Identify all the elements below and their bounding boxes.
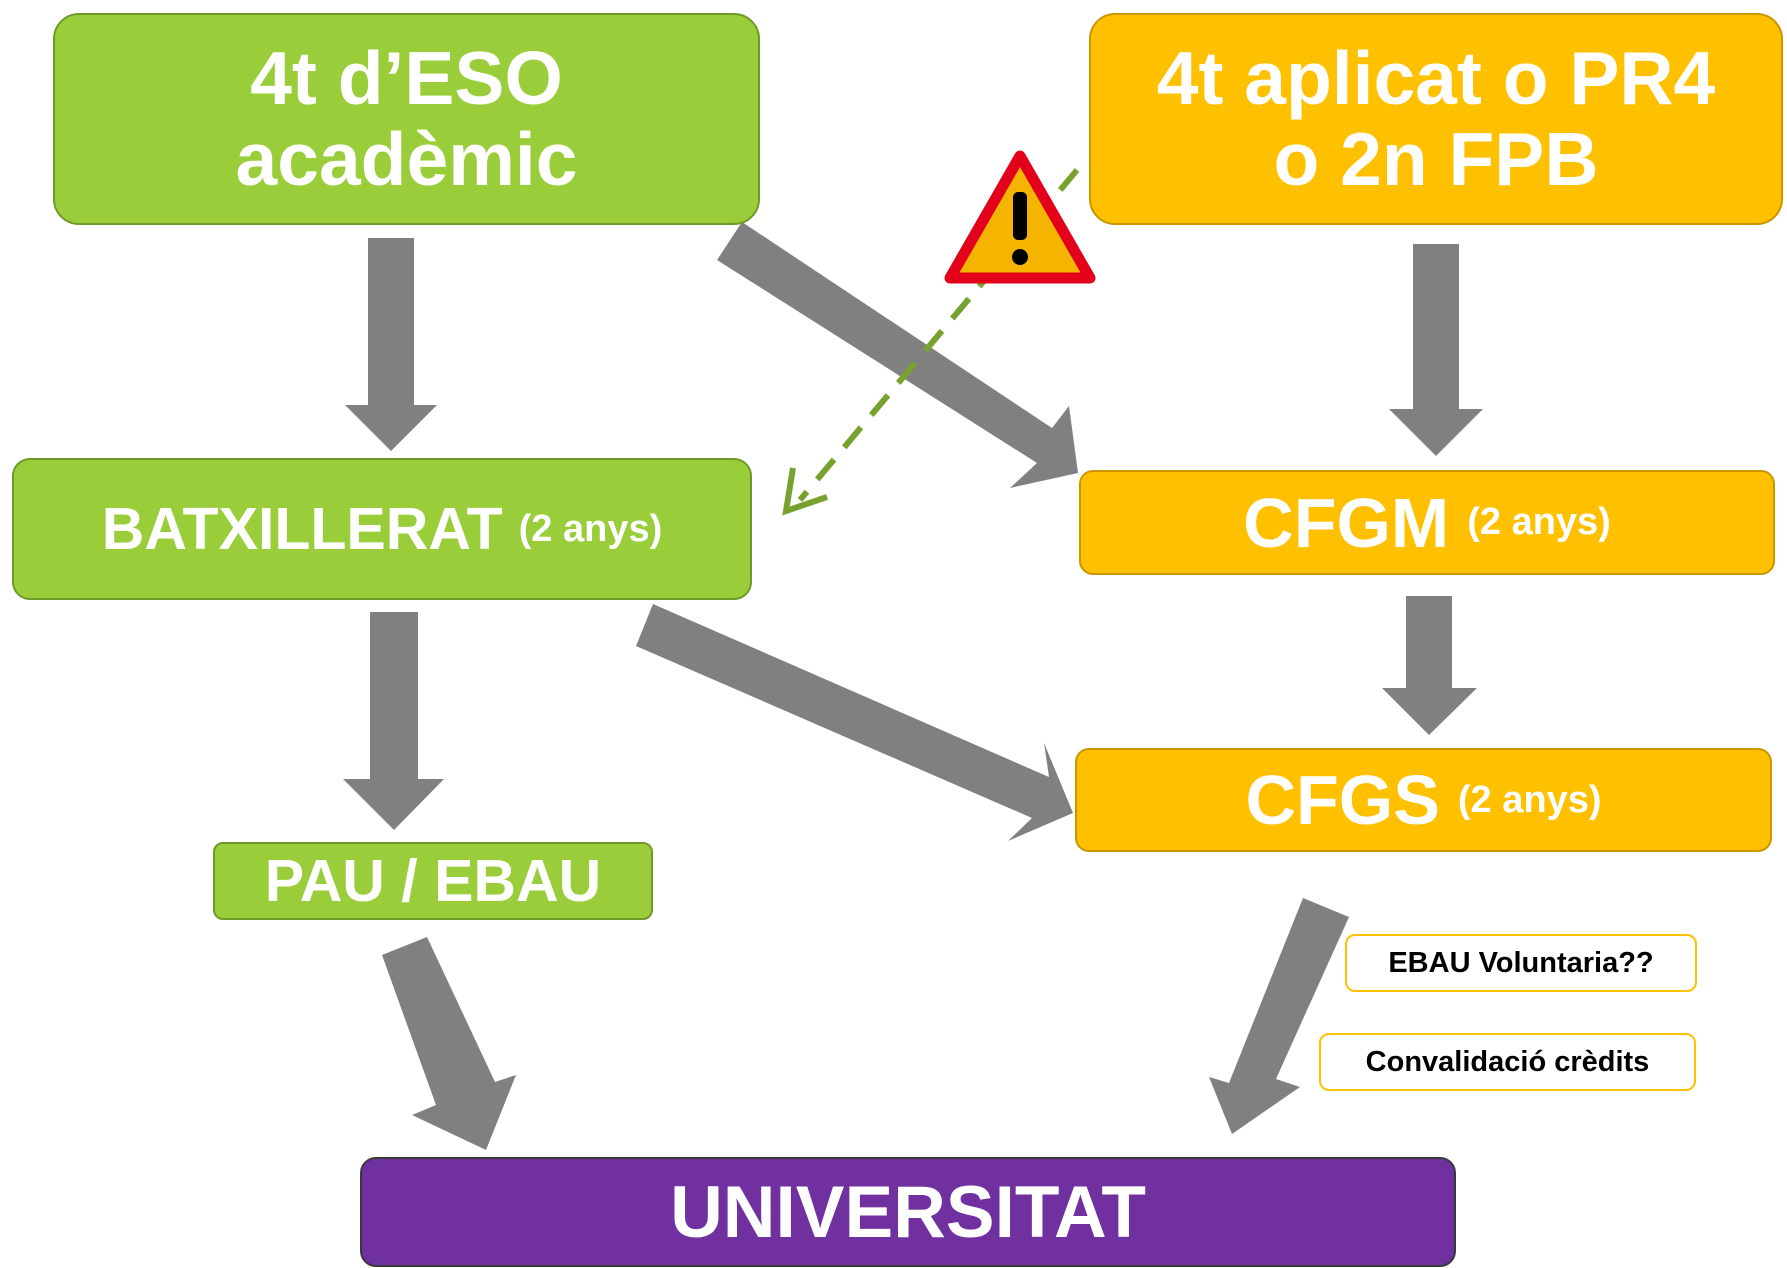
arrow-cfgm-to-cfgs <box>1382 596 1477 735</box>
node-cfgm-detail: (2 anys) <box>1467 501 1611 543</box>
arrow-batxillerat-to-cfgs <box>636 604 1073 841</box>
arrow-pau-to-universitat <box>382 937 516 1150</box>
node-aplicat-line2: o 2n FPB <box>1273 117 1599 201</box>
note-ebau-text: EBAU Voluntaria?? <box>1388 946 1654 979</box>
note-convalidacio-text: Convalidació crèdits <box>1365 1045 1650 1078</box>
node-eso-academic: 4t d’ESO acadèmic <box>53 13 760 225</box>
node-pau-label: PAU / EBAU <box>264 848 602 914</box>
node-aplicat-line1: 4t aplicat o PR4 <box>1156 36 1716 120</box>
node-universitat-label: UNIVERSITAT <box>670 1171 1146 1253</box>
node-eso-line1: 4t d’ESO <box>250 36 563 120</box>
node-batxillerat: BATXILLERAT (2 anys) <box>12 458 752 600</box>
arrow-cfgs-to-universitat <box>1209 898 1349 1134</box>
node-aplicat-pr4-fpb: 4t aplicat o PR4 o 2n FPB <box>1089 13 1783 225</box>
arrow-eso-to-batxillerat <box>345 238 437 451</box>
node-cfgs-label: CFGS <box>1245 761 1440 839</box>
node-eso-line2: acadèmic <box>235 117 578 201</box>
node-cfgs-detail: (2 anys) <box>1457 778 1602 821</box>
node-pau-ebau: PAU / EBAU <box>213 842 653 920</box>
warning-triangle-icon <box>944 150 1096 284</box>
node-cfgm-label: CFGM <box>1243 483 1450 562</box>
note-ebau-voluntaria: EBAU Voluntaria?? <box>1345 934 1697 992</box>
dashed-arrow-aplicat-to-batxillerat <box>782 168 1080 516</box>
arrow-aplicat-to-cfgm <box>1389 244 1483 456</box>
arrow-eso-to-cfgm <box>717 222 1078 488</box>
node-batxillerat-label: BATXILLERAT <box>101 496 503 562</box>
node-batxillerat-detail: (2 anys) <box>518 507 663 550</box>
node-cfgm: CFGM (2 anys) <box>1079 470 1775 575</box>
node-cfgs: CFGS (2 anys) <box>1075 748 1772 852</box>
arrow-batxillerat-to-pau <box>343 612 444 830</box>
node-universitat: UNIVERSITAT <box>360 1157 1456 1267</box>
note-convalidacio-credits: Convalidació crèdits <box>1319 1033 1696 1091</box>
